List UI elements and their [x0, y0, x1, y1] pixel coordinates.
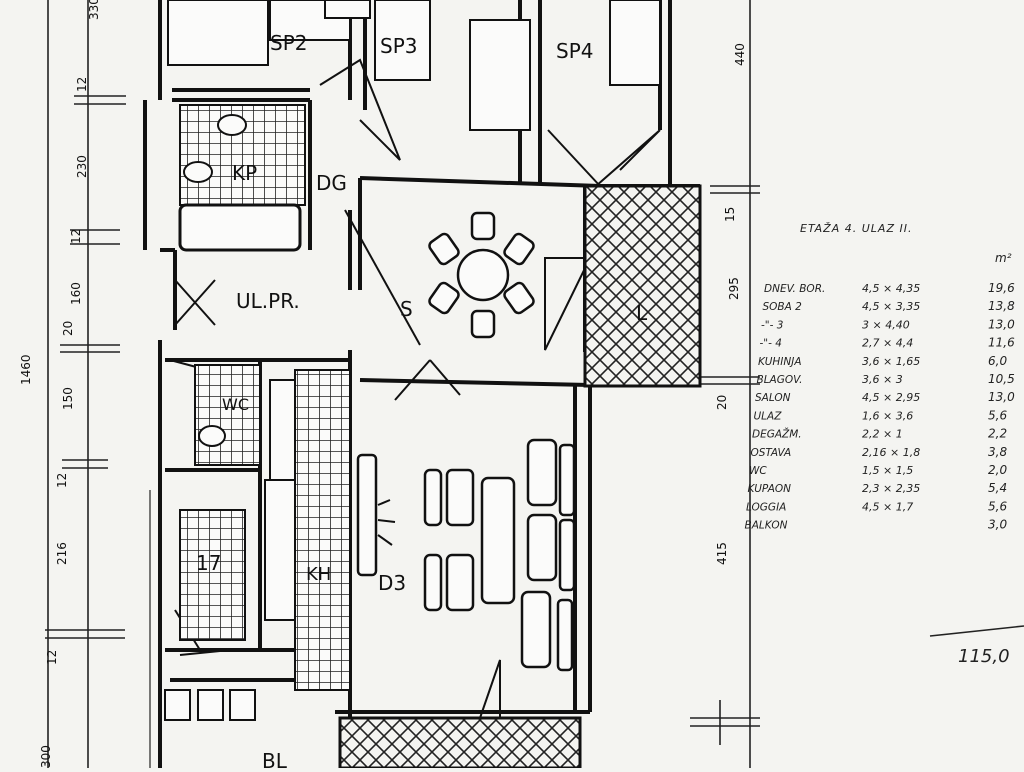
round-dining-table — [428, 213, 536, 337]
table-row-name: KUPAON — [748, 483, 792, 495]
room-17: 17 — [196, 551, 221, 575]
table-row-dims: 4,5 × 2,95 — [862, 391, 920, 404]
bathtub — [180, 205, 300, 250]
dim-150: 150 — [61, 387, 75, 410]
room-sp2: SP2 — [270, 31, 307, 55]
table-row-name: ULAZ — [754, 410, 783, 422]
dim-12c: 12 — [55, 473, 69, 488]
table-row-dims: 1,5 × 1,5 — [862, 464, 913, 477]
table-row-dims: 3,6 × 1,65 — [862, 355, 920, 368]
table-total: 115,0 — [958, 646, 1010, 667]
dim-160: 160 — [69, 282, 83, 305]
room-kh: KH — [306, 564, 331, 585]
dim-230: 230 — [75, 155, 89, 178]
room-kp: KP — [232, 161, 257, 185]
table-row-dims: 3,6 × 3 — [862, 373, 903, 386]
room-wc: WC — [222, 395, 249, 414]
table-row-dims: 2,16 × 1,8 — [862, 446, 920, 459]
room-sp3: SP3 — [380, 34, 417, 58]
table-row-name: SOBA 2 — [763, 301, 803, 313]
dim-440: 440 — [733, 43, 747, 66]
table-row-name: WC — [749, 465, 767, 477]
dim-300: 300 — [39, 745, 53, 768]
table-row-name: LOGGIA — [746, 501, 786, 513]
room-dg: DG — [316, 171, 347, 195]
dim-20: 20 — [61, 321, 75, 336]
balcony-hatch-top — [585, 186, 700, 386]
dim-216: 216 — [55, 542, 69, 565]
table-row-area: 5,6 — [988, 408, 1007, 422]
table-row-dims: 4,5 × 3,35 — [862, 300, 920, 313]
table-row-area: 11,6 — [988, 336, 1015, 350]
table-row-area: 5,4 — [988, 481, 1007, 495]
room-bl: BL — [262, 749, 288, 768]
table-row-area: 19,6 — [988, 281, 1015, 295]
right-dimension-labels: 440 15 295 20 415 — [715, 43, 747, 565]
table-row-dims: 2,2 × 1 — [862, 428, 903, 441]
table-row-name: OSTAVA — [751, 447, 792, 459]
room-l: L — [636, 301, 648, 325]
kitchen-tile — [295, 370, 350, 690]
table-row-area: 5,6 — [988, 499, 1007, 513]
table-row-name: BALKON — [745, 520, 788, 532]
dim-12b: 12 — [69, 229, 83, 244]
table-row-name: DNEV. BOR. — [764, 283, 825, 295]
lamp-icon — [378, 500, 395, 545]
table-row-area: 13,0 — [988, 390, 1015, 404]
room-area-table: ETAŽA 4. ULAZ II. m² DNEV. BOR. 4,5 × 4,3… — [745, 222, 1024, 667]
table-row-dims: 2,7 × 4,4 — [862, 337, 913, 350]
table-title: ETAŽA 4. ULAZ II. — [800, 222, 912, 235]
table-row-dims: 3 × 4,40 — [862, 318, 910, 331]
dim-330: 330 — [87, 0, 101, 20]
room-d3: D3 — [378, 571, 406, 595]
dim-1460: 1460 — [19, 354, 33, 385]
storage-tile — [180, 510, 245, 640]
table-row-area: 13,8 — [988, 299, 1015, 313]
table-row-area: 2,2 — [988, 427, 1007, 441]
table-row-dims: 2,3 × 2,35 — [862, 482, 920, 495]
table-row-dims: 4,5 × 4,35 — [862, 282, 920, 295]
wc-tile — [195, 365, 260, 465]
loggia-hatch-bottom — [340, 718, 580, 768]
dim-295: 295 — [727, 277, 741, 300]
table-row-name: -"- 3 — [761, 319, 783, 331]
room-s: S — [400, 297, 413, 321]
table-row-name: KUHINJA — [758, 356, 802, 368]
table-row-area: 13,0 — [988, 317, 1015, 331]
table-row-dims: 4,5 × 1,7 — [862, 500, 913, 513]
dim-12a: 12 — [75, 77, 89, 92]
living-room-furniture — [358, 440, 574, 670]
dim-12d: 12 — [45, 650, 59, 665]
table-row-name: DEGAŽM. — [752, 428, 802, 441]
table-row-area: 10,5 — [988, 372, 1015, 386]
dim-15: 15 — [723, 207, 737, 222]
dim-20-right: 20 — [715, 395, 729, 410]
table-row-area: 2,0 — [988, 463, 1007, 477]
room-sp4: SP4 — [556, 39, 593, 63]
table-row-area: 3,0 — [988, 518, 1007, 532]
room-ulpr: UL.PR. — [236, 289, 300, 313]
table-row-name: BLAGOV. — [757, 374, 803, 386]
table-row-name: SALON — [755, 392, 791, 404]
table-row-area: 6,0 — [988, 354, 1007, 368]
table-row-area: 3,8 — [988, 445, 1007, 459]
total-underline — [930, 626, 1024, 636]
table-row-dims: 1,6 × 3,6 — [862, 409, 913, 422]
dim-415: 415 — [715, 542, 729, 565]
table-unit: m² — [995, 251, 1012, 265]
table-row-name: -"- 4 — [760, 338, 782, 350]
left-dimension-chain — [45, 0, 150, 768]
